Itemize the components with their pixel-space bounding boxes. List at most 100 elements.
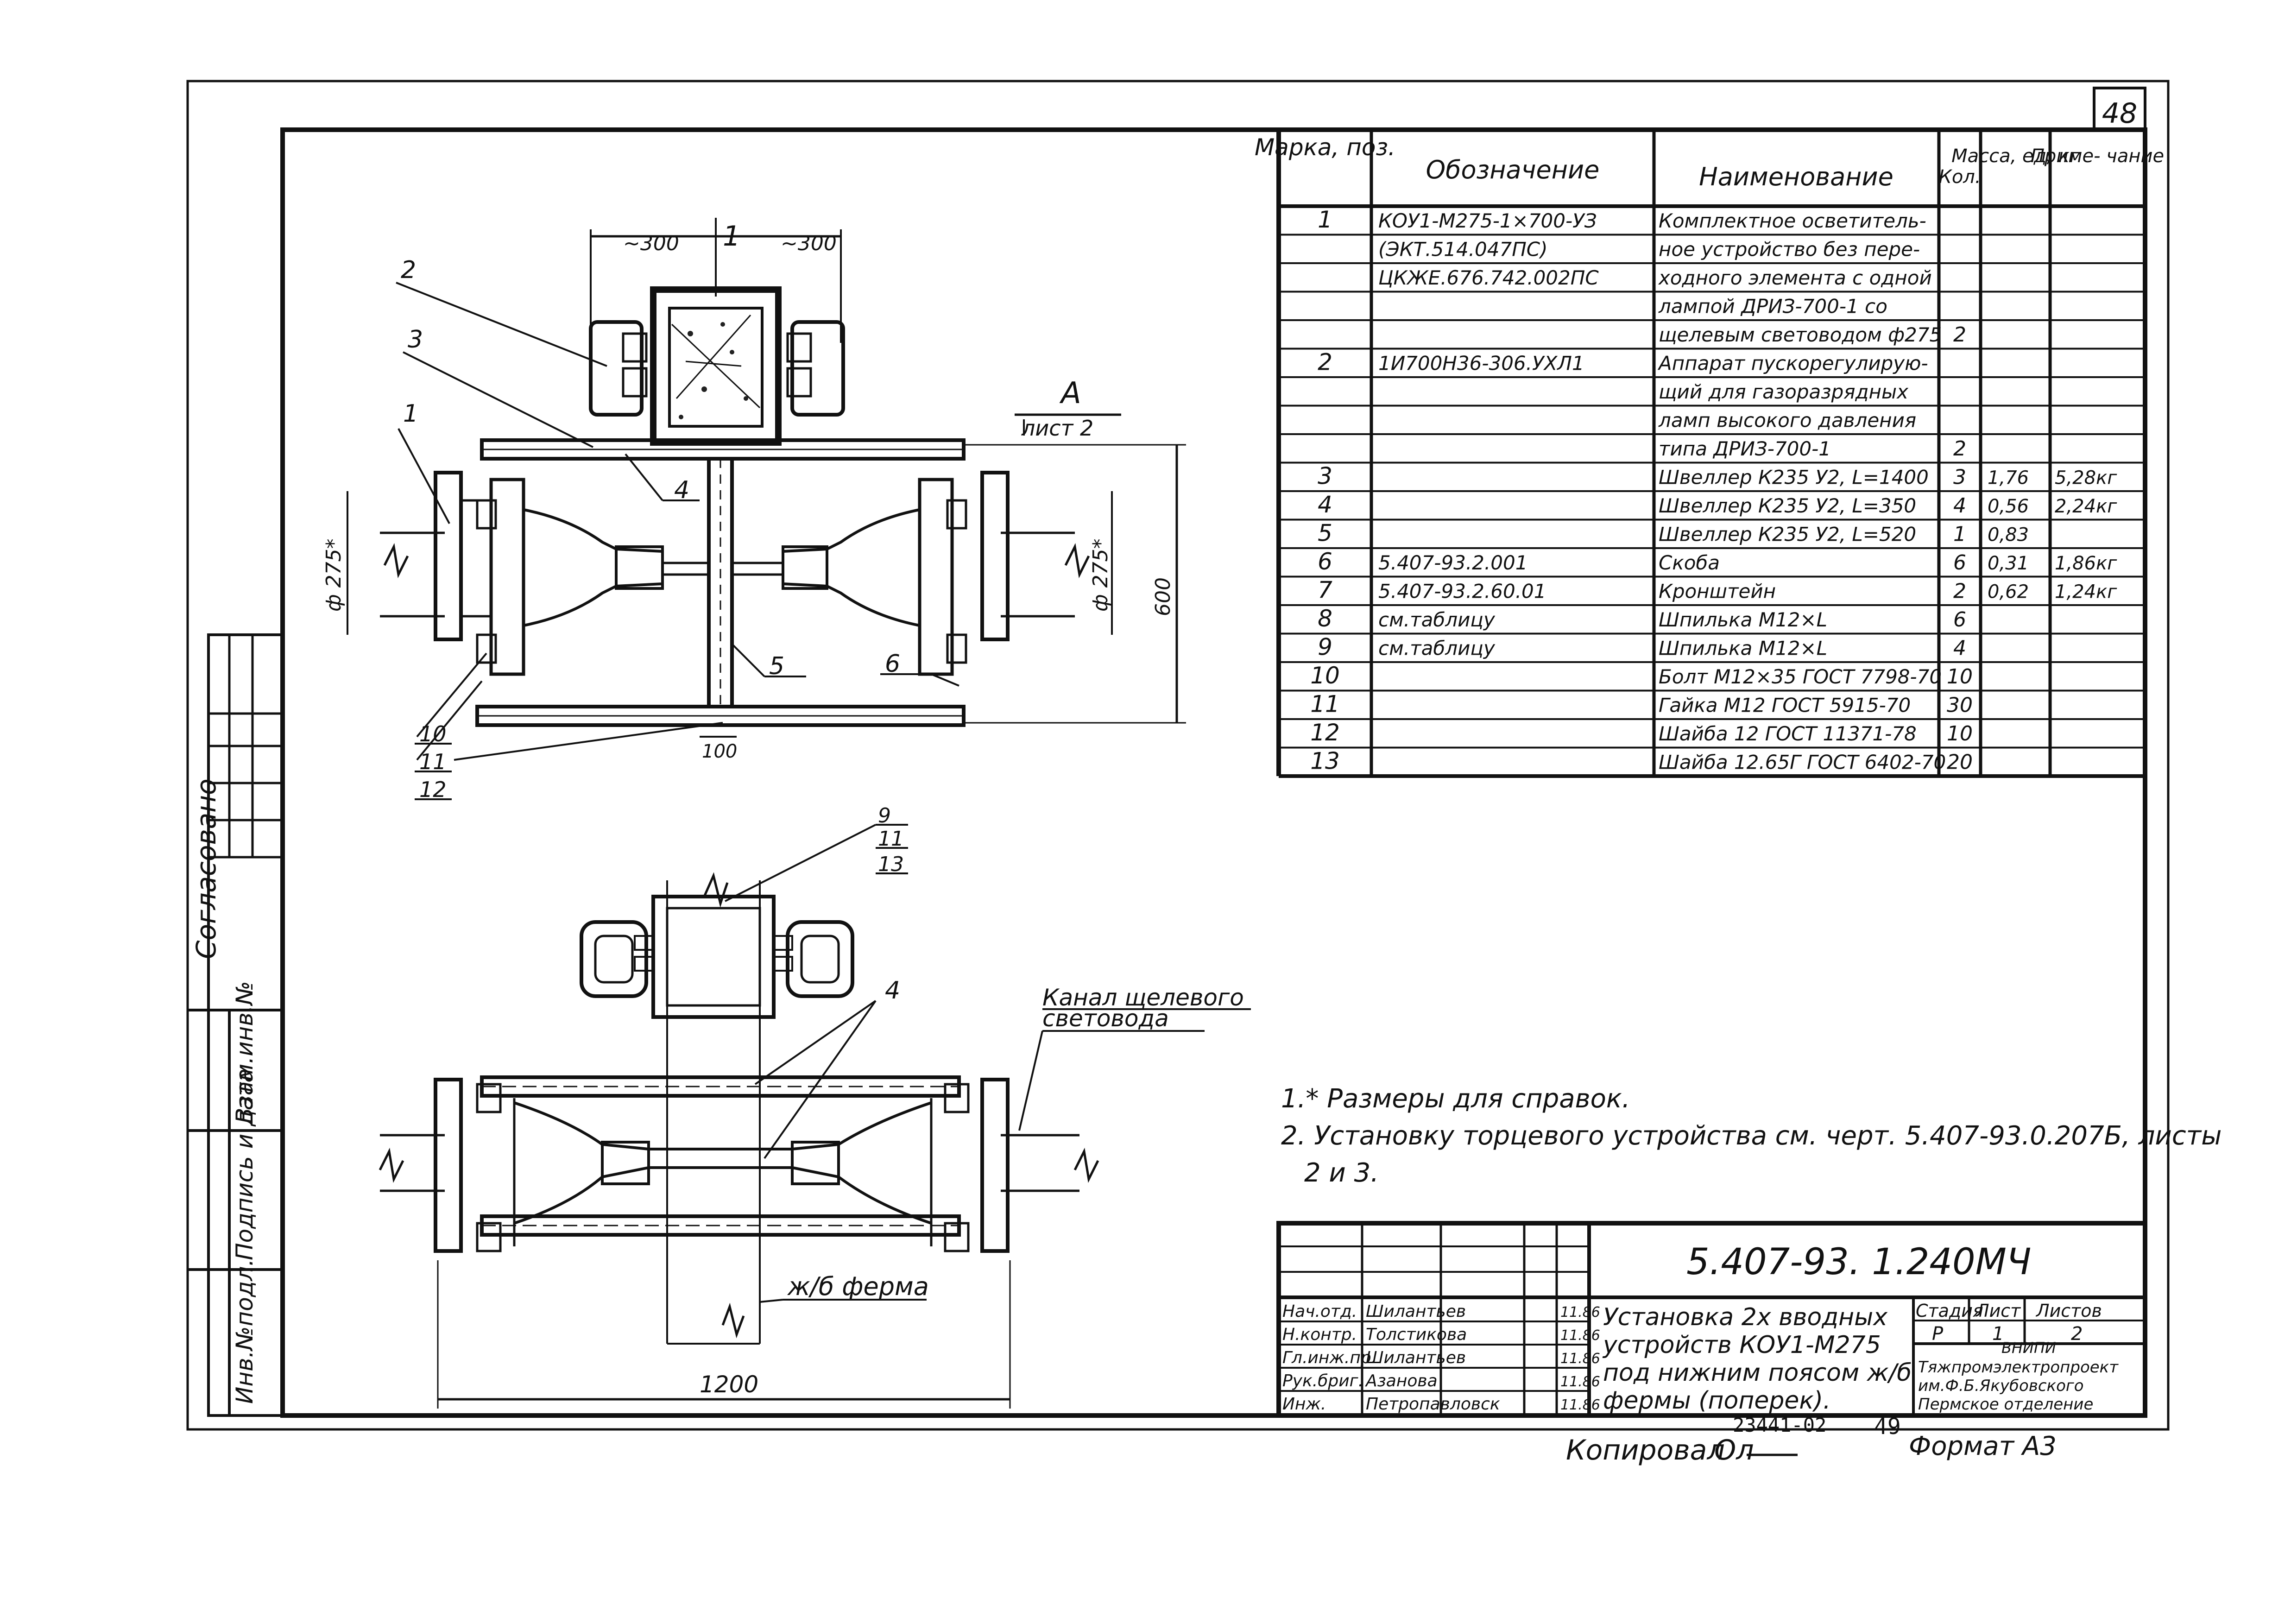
- sheet-number: 48: [2102, 97, 2137, 130]
- row-name: ное устройство без пере-: [1659, 238, 1920, 261]
- bottom-view-drawing: 9 11 13 4 Канал щелевого световода ж/б ф…: [379, 804, 1251, 1409]
- person-date: 11.86: [1560, 1374, 1600, 1390]
- callout-5: 5: [769, 652, 784, 680]
- row-mass: 0,83: [1988, 524, 2029, 546]
- row-name: Швеллер К235 У2, L=1400: [1659, 466, 1929, 489]
- inv-podl-label: Инв.№подл.: [231, 1259, 258, 1404]
- drawing-code: 5.407-93. 1.240МЧ: [1686, 1241, 2031, 1283]
- notes: 1.* Размеры для справок. 2. Установку то…: [1281, 1084, 2222, 1188]
- person-role: Рук.бриг.: [1282, 1371, 1363, 1390]
- row-qty: 6: [1953, 551, 1966, 575]
- row-name: Шайба 12.65Г ГОСТ 6402-70: [1659, 751, 1946, 774]
- row-mass: 0,31: [1988, 553, 2029, 574]
- sheet-label: Лист: [1975, 1301, 2021, 1321]
- callout-1: 1: [403, 400, 418, 428]
- callout-10: 10: [419, 721, 447, 746]
- note-1: 1.* Размеры для справок.: [1281, 1084, 1630, 1114]
- row-name: Гайка М12 ГОСТ 5915-70: [1659, 694, 1911, 717]
- callout-13: 13: [878, 853, 904, 876]
- row-note: 5,28кг: [2055, 468, 2117, 489]
- title-line-2: устройств КОУ1-М275: [1602, 1331, 1881, 1359]
- header-name: Наименование: [1699, 162, 1893, 191]
- inventory-code: 23441-02: [1733, 1414, 1826, 1436]
- row-pos: 13: [1310, 748, 1340, 775]
- row-mass: 0,56: [1988, 496, 2029, 517]
- person-date: 11.86: [1560, 1327, 1600, 1344]
- row-pos: 3: [1318, 463, 1332, 490]
- row-qty: 6: [1953, 608, 1966, 632]
- row-name: ходного элемента с одной: [1658, 266, 1932, 289]
- org-line-2: Тяжпромэлектропроект: [1918, 1358, 2119, 1377]
- signature-date-label: Подпись и дата: [231, 1068, 258, 1260]
- person-role: Инж.: [1282, 1395, 1326, 1414]
- copied-by-signature: Ол: [1714, 1434, 1754, 1466]
- person-role: Нач.отд.: [1282, 1302, 1357, 1321]
- row-pos: 2: [1318, 349, 1332, 376]
- row-note: 1,86кг: [2055, 553, 2117, 574]
- callout-11-bottom: 11: [878, 827, 904, 851]
- sheets-value: 2: [2071, 1323, 2083, 1345]
- left-strip: Согласовано Инв.№подл. Подпись и дата Вз…: [188, 633, 284, 1417]
- row-name: ламп высокого давления: [1658, 409, 1916, 432]
- callout-9: 9: [878, 804, 891, 828]
- page-number: 49: [1874, 1414, 1901, 1440]
- dim-300-left: ~300: [623, 232, 679, 255]
- row-qty: 4: [1953, 494, 1966, 518]
- row-pos: 8: [1318, 605, 1332, 632]
- row-pos: 10: [1310, 662, 1340, 689]
- dim-100: 100: [702, 741, 737, 762]
- row-qty: 4: [1953, 637, 1966, 660]
- row-pos: 1: [1318, 206, 1332, 233]
- person-date: 11.86: [1560, 1397, 1600, 1413]
- title-line-4: фермы (поперек).: [1603, 1387, 1831, 1415]
- row-designation: КОУ1-М275-1×700-УЗ: [1378, 209, 1597, 232]
- row-qty: 10: [1947, 665, 1973, 689]
- row-name: Аппарат пускорегулирую-: [1657, 352, 1928, 375]
- sheet-value: 1: [1992, 1323, 2004, 1345]
- luminaire-left: [380, 471, 709, 676]
- dia-left-label: ф 275*: [322, 538, 346, 612]
- dia-right-label: ф 275*: [1089, 538, 1112, 612]
- row-pos: 11: [1310, 691, 1340, 718]
- header-note: Приме- чание: [2031, 145, 2164, 167]
- title-line-1: Установка 2х вводных: [1603, 1303, 1888, 1331]
- dim-600: 600: [1151, 577, 1175, 616]
- row-designation: 5.407-93.2.60.01: [1378, 580, 1546, 603]
- row-qty: 30: [1947, 694, 1973, 717]
- row-name: Комплектное осветитель-: [1659, 209, 1926, 232]
- row-qty: 20: [1947, 751, 1973, 774]
- row-designation: (ЭКТ.514.047ПС): [1378, 238, 1548, 261]
- header-mass: Масса, ед, кг: [1951, 145, 2080, 167]
- person-name: Толстикова: [1366, 1325, 1467, 1344]
- header-designation: Обозначение: [1426, 155, 1600, 184]
- copied-by-label: Копировал: [1566, 1434, 1725, 1466]
- row-pos: 7: [1318, 577, 1332, 604]
- org-line-4: Пермское отделение: [1918, 1395, 2093, 1414]
- note-2: 2. Установку торцевого устройства см. че…: [1281, 1121, 2222, 1151]
- truss-label: ж/б ферма: [787, 1272, 929, 1301]
- row-pos: 5: [1318, 520, 1332, 547]
- row-name: Швеллер К235 У2, L=520: [1659, 523, 1916, 546]
- person-date: 11.86: [1560, 1304, 1600, 1321]
- outer-frame: [186, 80, 2170, 1431]
- row-name: лампой ДРИЗ-700-1 со: [1658, 295, 1887, 318]
- person-name: Шилантьев: [1366, 1302, 1466, 1321]
- row-qty: 1: [1953, 523, 1966, 546]
- row-note: 1,24кг: [2055, 581, 2117, 603]
- org-line-1: ВНИПИ: [2001, 1339, 2056, 1357]
- row-qty: 2: [1953, 580, 1966, 603]
- row-pos: 6: [1318, 548, 1332, 575]
- header-qty: Кол.: [1938, 166, 1981, 188]
- title-line-3: под нижним поясом ж/б: [1603, 1359, 1912, 1387]
- top-view-drawing: ~300 ~300 1: [322, 218, 1186, 802]
- dim-300-right: ~300: [781, 232, 837, 255]
- row-designation: 5.407-93.2.001: [1378, 551, 1527, 574]
- row-name: Кронштейн: [1659, 580, 1776, 603]
- note-2-continued: 2 и 3.: [1304, 1158, 1379, 1188]
- row-designation: 1И700Н36-306.УХЛ1: [1378, 352, 1584, 375]
- row-note: 2,24кг: [2055, 496, 2117, 517]
- person-date: 11.86: [1560, 1351, 1600, 1367]
- row-name: Шпилька М12×L: [1659, 637, 1827, 660]
